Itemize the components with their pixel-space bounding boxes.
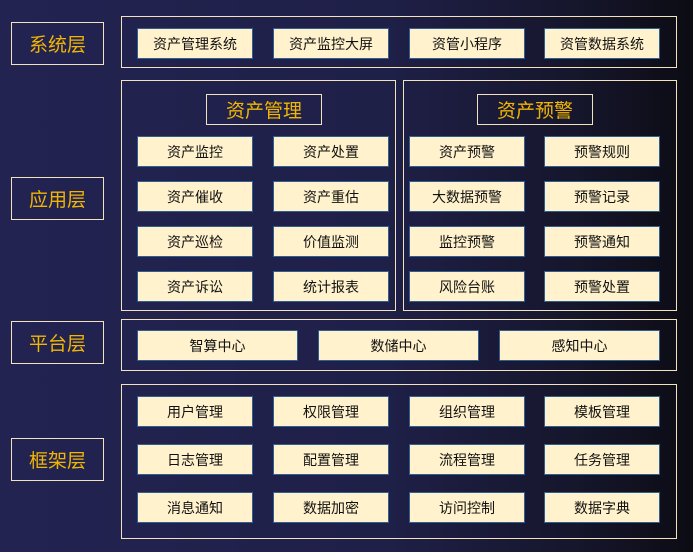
asset-management-item: 资产诉讼 [137, 271, 253, 302]
asset-management-item: 统计报表 [273, 271, 389, 302]
system-item: 资管小程序 [409, 28, 525, 59]
asset-warning-item: 预警记录 [544, 181, 660, 212]
framework-frame [121, 384, 677, 539]
system-item: 资管数据系统 [544, 28, 660, 59]
framework-item: 权限管理 [273, 396, 389, 427]
asset-management-item: 价值监测 [273, 226, 389, 257]
layer-label-application: 应用层 [11, 177, 104, 220]
asset-management-item: 资产巡检 [137, 226, 253, 257]
system-frame [121, 16, 677, 68]
asset-warning-item: 监控预警 [409, 226, 525, 257]
asset-warning-title: 资产预警 [477, 94, 593, 125]
asset-management-item: 资产重估 [273, 181, 389, 212]
layer-label-platform: 平台层 [11, 321, 104, 364]
asset-warning-frame [403, 80, 677, 311]
layer-label-framework: 框架层 [11, 438, 104, 481]
framework-item: 日志管理 [137, 444, 253, 475]
platform-item: 智算中心 [137, 330, 298, 361]
layer-label-system: 系统层 [11, 22, 104, 65]
framework-item: 流程管理 [409, 444, 525, 475]
asset-warning-item: 资产预警 [409, 136, 525, 167]
platform-frame [121, 319, 677, 371]
asset-warning-item: 预警规则 [544, 136, 660, 167]
asset-warning-item: 风险台账 [409, 271, 525, 302]
framework-item: 访问控制 [409, 492, 525, 523]
framework-item: 数据加密 [273, 492, 389, 523]
system-item: 资产管理系统 [137, 28, 253, 59]
asset-management-item: 资产催收 [137, 181, 253, 212]
platform-item: 感知中心 [499, 330, 660, 361]
asset-management-frame [121, 80, 396, 311]
framework-item: 任务管理 [544, 444, 660, 475]
platform-item: 数储中心 [318, 330, 479, 361]
system-item: 资产监控大屏 [273, 28, 389, 59]
framework-item: 用户管理 [137, 396, 253, 427]
framework-item: 模板管理 [544, 396, 660, 427]
framework-item: 组织管理 [409, 396, 525, 427]
asset-warning-item: 大数据预警 [409, 181, 525, 212]
asset-warning-item: 预警通知 [544, 226, 660, 257]
asset-management-item: 资产处置 [273, 136, 389, 167]
framework-item: 消息通知 [137, 492, 253, 523]
asset-management-item: 资产监控 [137, 136, 253, 167]
framework-item: 数据字典 [544, 492, 660, 523]
asset-management-title: 资产管理 [206, 94, 322, 125]
asset-warning-item: 预警处置 [544, 271, 660, 302]
framework-item: 配置管理 [273, 444, 389, 475]
